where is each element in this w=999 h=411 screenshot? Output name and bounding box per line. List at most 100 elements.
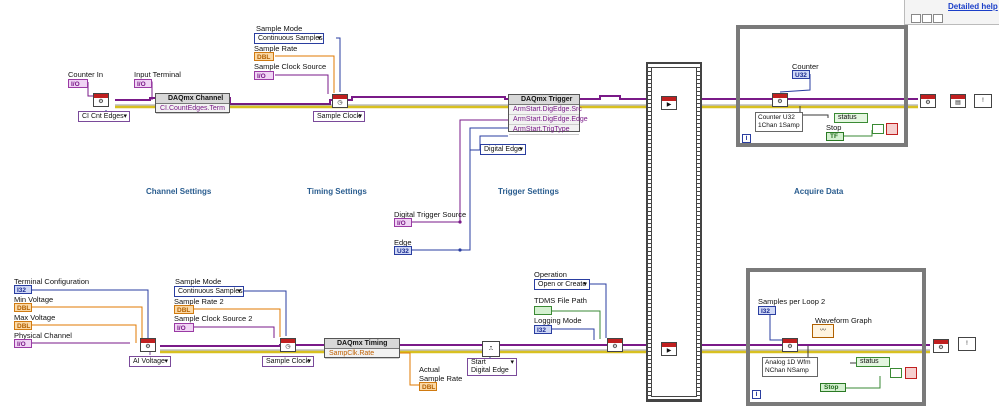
sample-mode-text: Continuous Samples: [258, 35, 323, 42]
sample-rate-2-control[interactable]: DBL: [174, 305, 194, 314]
ai-voltage-ring[interactable]: AI Voltage▾: [129, 356, 171, 367]
timing-vi-2[interactable]: ◷: [280, 338, 296, 352]
start-task-vi-bottom[interactable]: ▶: [661, 342, 677, 356]
daqmx-vi-icon: ⚙: [145, 344, 151, 350]
chevron-down-icon: ▾: [237, 288, 241, 295]
chevron-down-icon: ▾: [164, 358, 168, 365]
or-function-icon[interactable]: [872, 124, 884, 134]
sample-clock-ring[interactable]: Sample Clock▾: [313, 111, 365, 122]
detailed-help-link[interactable]: Detailed help: [948, 2, 998, 11]
logging-mode-label: Logging Mode: [534, 316, 582, 325]
analog-read-vi[interactable]: ⚙: [782, 338, 798, 352]
sample-mode-label: Sample Mode: [256, 24, 303, 33]
chevron-down-icon: ▾: [358, 113, 362, 120]
max-voltage-label: Max Voltage: [14, 313, 56, 322]
start-trigger-vi[interactable]: ⎍: [482, 341, 500, 357]
edge-control[interactable]: U32: [394, 246, 412, 255]
clock-icon: ◷: [285, 344, 291, 350]
create-ai-channel-vi[interactable]: ⚙: [140, 338, 156, 352]
sample-clock-2-text: Sample Clock: [266, 358, 310, 365]
sample-mode-ring[interactable]: Continuous Samples▾: [254, 33, 324, 44]
operation-text: Open or Create: [538, 281, 587, 288]
analog-status-indicator: status: [856, 357, 890, 367]
channel-node-title: DAQmx Channel: [156, 94, 229, 104]
clear-task-vi-top[interactable]: ⚙: [920, 94, 936, 108]
daqmx-vi-icon: ⚙: [98, 99, 104, 105]
waveform-graph-terminal: 〰: [812, 324, 834, 338]
sample-mode-2-label: Sample Mode: [175, 277, 222, 286]
lock-icon[interactable]: [911, 14, 921, 23]
stop-button-top[interactable]: TF: [826, 132, 844, 141]
digital-edge-ring[interactable]: Digital Edge▾: [480, 144, 526, 155]
timing-vi[interactable]: ◷: [332, 94, 348, 108]
sample-rate-control[interactable]: DBL: [254, 52, 274, 61]
chevron-down-icon: ▾: [583, 281, 587, 288]
ci-cnt-edges-ring[interactable]: CI Cnt Edges▾: [78, 111, 130, 122]
sample-rate-2-label: Sample Rate 2: [174, 297, 224, 306]
max-voltage-control[interactable]: DBL: [14, 321, 32, 330]
section-timing-settings: Timing Settings: [307, 187, 367, 196]
trigger-property-node[interactable]: DAQmx Trigger ArmStart.DigEdge.Src ArmSt…: [508, 94, 588, 135]
physical-channel-control[interactable]: I/O: [14, 339, 32, 348]
daqmx-vi-icon: ⚙: [612, 344, 618, 350]
waveform-graph-label: Waveform Graph: [815, 316, 872, 325]
chevron-down-icon: ▾: [307, 358, 311, 365]
start-digital-edge-ring[interactable]: Start Digital Edge▾: [467, 358, 517, 376]
question-icon[interactable]: [933, 14, 943, 23]
stop-terminal-icon: [905, 367, 917, 379]
timing-property-node[interactable]: DAQmx Timing SampClk.Rate: [324, 338, 400, 359]
sample-clock-source-label: Sample Clock Source: [254, 62, 327, 71]
channel-property-node[interactable]: DAQmx Channel CI.CountEdges.Term: [155, 93, 230, 114]
counter-control[interactable]: U32: [792, 70, 810, 79]
stop-terminal-icon: [886, 123, 898, 135]
terminal-config-control[interactable]: I32: [14, 285, 32, 294]
counter-in-control[interactable]: I/O: [68, 79, 88, 88]
clock-icon: ◷: [337, 100, 343, 106]
min-voltage-label: Min Voltage: [14, 295, 54, 304]
sample-clock-source-control[interactable]: I/O: [254, 71, 274, 80]
create-channel-vi[interactable]: ⚙: [93, 93, 109, 107]
daqmx-vi-icon: ⚙: [925, 100, 931, 106]
digital-trigger-source-label: Digital Trigger Source: [394, 210, 467, 219]
or-function-icon[interactable]: [890, 368, 902, 378]
chevron-down-icon: ▾: [510, 359, 514, 366]
chevron-down-icon: ▾: [519, 146, 523, 153]
trigger-prop-edge: ArmStart.DigEdge.Edge: [509, 115, 588, 125]
terminal-config-label: Terminal Configuration: [14, 277, 90, 286]
configure-logging-vi[interactable]: ⚙: [607, 338, 623, 352]
file-icon: ▤: [955, 100, 961, 106]
error-handler-icon[interactable]: !: [974, 94, 992, 108]
close-file-vi-top[interactable]: ▤: [950, 94, 966, 108]
min-voltage-control[interactable]: DBL: [14, 303, 32, 312]
stop-button-bottom[interactable]: Stop: [820, 383, 846, 392]
sample-clock-text: Sample Clock: [317, 113, 361, 120]
samples-per-loop-label: Samples per Loop 2: [758, 297, 826, 306]
analog-while-loop[interactable]: [746, 268, 926, 406]
sample-clock-source-2-control[interactable]: I/O: [174, 323, 194, 332]
error-handler-icon[interactable]: !: [958, 337, 976, 351]
sample-mode-2-ring[interactable]: Continuous Samples▾: [174, 286, 244, 297]
counter-status-indicator: status: [834, 113, 868, 123]
analog-read-selector[interactable]: Analog 1D Wfm NChan NSamp: [762, 357, 818, 377]
ci-cnt-edges-text: CI Cnt Edges: [82, 113, 124, 120]
sample-mode-2-text: Continuous Samples: [178, 288, 243, 295]
input-terminal-control[interactable]: I/O: [134, 79, 152, 88]
trigger-node-title: DAQmx Trigger: [509, 95, 579, 105]
edge-label: Edge: [394, 238, 412, 247]
counter-read-vi[interactable]: ⚙: [772, 93, 788, 107]
digital-trigger-source-control[interactable]: I/O: [394, 218, 412, 227]
sample-clock-2-ring[interactable]: Sample Clock▾: [262, 356, 314, 367]
section-acquire-data: Acquire Data: [794, 187, 844, 196]
samples-per-loop-control[interactable]: I32: [758, 306, 776, 315]
counter-read-selector[interactable]: Counter U32 1Chan 1Samp: [755, 112, 803, 132]
help-page-icon[interactable]: [922, 14, 932, 23]
clear-task-vi-bottom[interactable]: ⚙: [933, 339, 949, 353]
ai-voltage-text: AI Voltage: [133, 358, 165, 365]
start-task-vi-top[interactable]: ▶: [661, 96, 677, 110]
operation-ring[interactable]: Open or Create▾: [534, 279, 590, 290]
daqmx-vi-icon: ⚙: [787, 344, 793, 350]
physical-channel-label: Physical Channel: [14, 331, 72, 340]
tdms-file-path-control[interactable]: [534, 306, 552, 315]
logging-mode-control[interactable]: I32: [534, 325, 552, 334]
counter-while-loop[interactable]: [736, 25, 908, 147]
